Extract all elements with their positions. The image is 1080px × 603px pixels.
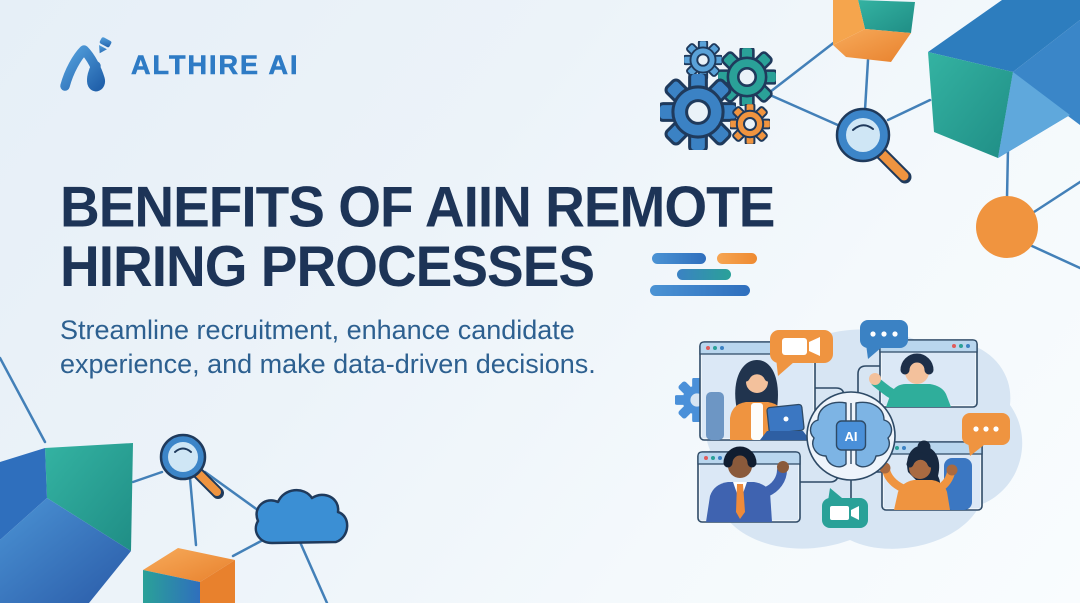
video-window — [869, 339, 978, 408]
window-dots — [952, 344, 970, 348]
pen-nib-icon — [98, 37, 112, 54]
gear-icon — [718, 48, 776, 106]
cube-icon — [833, 0, 915, 62]
ai-chip — [835, 420, 867, 451]
speech-bubble-dots-icon — [860, 320, 908, 359]
magnifier-icon — [835, 107, 912, 184]
bar-decoration — [650, 285, 750, 296]
network-lines — [768, 39, 1080, 270]
gears-cluster — [660, 41, 776, 150]
gear-icon — [684, 41, 722, 79]
person-avatar — [706, 446, 789, 522]
video-window — [697, 446, 801, 523]
person-avatar — [706, 360, 810, 440]
page-subtitle: Streamline recruitment, enhance candidat… — [60, 313, 596, 381]
brand-name: ALTHIRE AI — [131, 49, 300, 80]
speech-bubble-video-icon — [822, 488, 868, 528]
network-decoration-top-right — [660, 0, 1080, 270]
title-line-2: HIRING PROCESSES — [60, 233, 595, 299]
title-line-1: BENEFITS OF AIIN REMOTE — [60, 174, 775, 240]
ai-hub: AI — [806, 391, 896, 481]
cube-icon — [0, 443, 133, 603]
page-title: BENEFITS OF AIIN REMOTE HIRING PROCESSES — [60, 174, 775, 299]
network-lines — [0, 356, 329, 603]
video-window — [879, 440, 983, 511]
cube-icon — [143, 548, 235, 603]
window-dots — [706, 346, 724, 350]
bar-decoration — [717, 253, 757, 264]
cloud-icon — [254, 489, 349, 545]
title-bars-decoration — [650, 253, 757, 296]
gear-icon — [660, 74, 736, 150]
subtitle-line-1: Streamline recruitment, enhance candidat… — [60, 315, 575, 345]
ai-video-call-illustration: AI — [675, 320, 1023, 549]
gear-icon — [730, 104, 770, 144]
person-avatar — [879, 440, 972, 510]
network-decoration-bottom-left — [0, 356, 349, 603]
speech-bubble-video-icon — [770, 330, 833, 376]
speech-bubble-dots-icon — [962, 413, 1010, 456]
polyhedron-icon — [928, 0, 1080, 158]
brand-logo: ALTHIRE AI — [56, 36, 300, 94]
subtitle-line-2: experience, and make data-driven decisio… — [60, 349, 596, 379]
window-dots — [704, 456, 722, 460]
laptop-icon — [760, 403, 810, 440]
node-circle — [976, 196, 1038, 258]
person-avatar — [869, 353, 951, 407]
althire-logo-icon — [60, 37, 112, 92]
bar-decoration — [677, 269, 731, 280]
magnifier-icon — [159, 433, 224, 499]
ai-brain-icon — [809, 401, 893, 468]
bar-decoration — [652, 253, 706, 264]
ai-chip-label: AI — [845, 429, 858, 444]
